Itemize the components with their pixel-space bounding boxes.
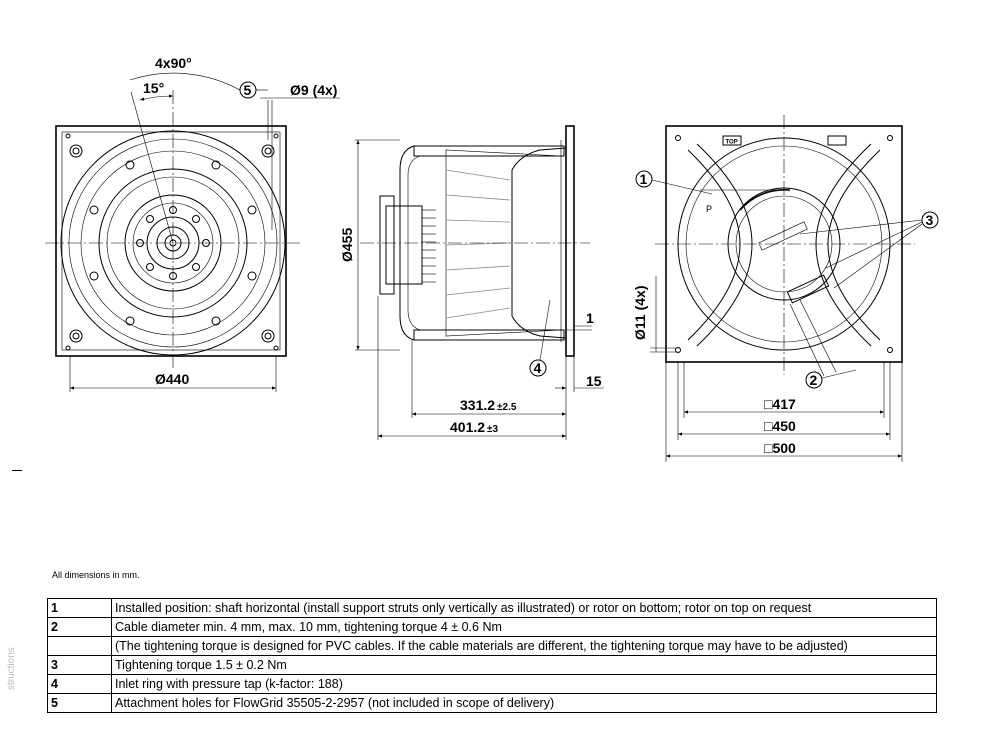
flange-label: 15 [586, 373, 602, 389]
stray-dash [12, 470, 22, 471]
legend-row: (The tightening torque is designed for P… [47, 636, 937, 656]
callout-2: 2 [810, 372, 818, 388]
legend-text: Cable diameter min. 4 mm, max. 10 mm, ti… [111, 617, 937, 637]
top-label: TOP [726, 140, 738, 146]
height-dia-label: Ø455 [339, 228, 355, 262]
dimensions-note: All dimensions in mm. [52, 570, 140, 580]
svg-text:331.2±2.5: 331.2±2.5 [460, 397, 517, 413]
depth-2-tol: ±3 [487, 424, 498, 435]
impeller-blades [445, 169, 511, 319]
legend-text: Installed position: shaft horizontal (in… [111, 598, 937, 618]
depth-2-label: 401.2 [450, 419, 485, 435]
side-text: structions [6, 647, 17, 690]
depth-1-label: 331.2 [460, 397, 495, 413]
rear-view: TOP P 1 3 2 Ø11 (4x) □417 □450 [632, 115, 939, 462]
side-view: Ø455 4 1 15 331.2±2.5 401.2±3 [339, 125, 604, 440]
technical-drawing: 4x90° 15° 5 Ø9 (4x) Ø440 [45, 55, 939, 462]
side-hole-label: Ø11 (4x) [632, 286, 648, 340]
ring-dia-label: Ø440 [155, 371, 189, 387]
callout-3: 3 [926, 212, 934, 228]
legend-number: 2 [47, 617, 112, 637]
angle-offset-label: 15° [143, 80, 164, 96]
callout-1: 1 [640, 171, 648, 187]
callout-4: 4 [534, 360, 542, 376]
legend-text: Attachment holes for FlowGrid 35505-2-29… [111, 693, 937, 713]
sq-450-label: □450 [764, 418, 796, 434]
angle-pattern-label: 4x90° [155, 55, 192, 71]
depth-1-tol: ±2.5 [497, 402, 517, 413]
legend-text: Tightening torque 1.5 ± 0.2 Nm [111, 655, 937, 675]
p-label: P [706, 204, 712, 214]
legend-number: 5 [47, 693, 112, 713]
gap-label: 1 [586, 310, 594, 326]
front-view: 4x90° 15° 5 Ø9 (4x) Ø440 [45, 55, 340, 392]
hole-dia-label: Ø9 (4x) [290, 82, 337, 98]
sq-417-label: □417 [764, 396, 796, 412]
legend-text: (The tightening torque is designed for P… [111, 636, 937, 656]
sq-500-label: □500 [764, 440, 796, 456]
legend-number: 4 [47, 674, 112, 694]
motor-fins [422, 209, 436, 283]
legend-number: 1 [47, 598, 112, 618]
callout-5: 5 [244, 82, 252, 98]
legend-text: Inlet ring with pressure tap (k-factor: … [111, 674, 937, 694]
legend-number [47, 636, 112, 656]
legend-number: 3 [47, 655, 112, 675]
svg-text:401.2±3: 401.2±3 [450, 419, 499, 435]
